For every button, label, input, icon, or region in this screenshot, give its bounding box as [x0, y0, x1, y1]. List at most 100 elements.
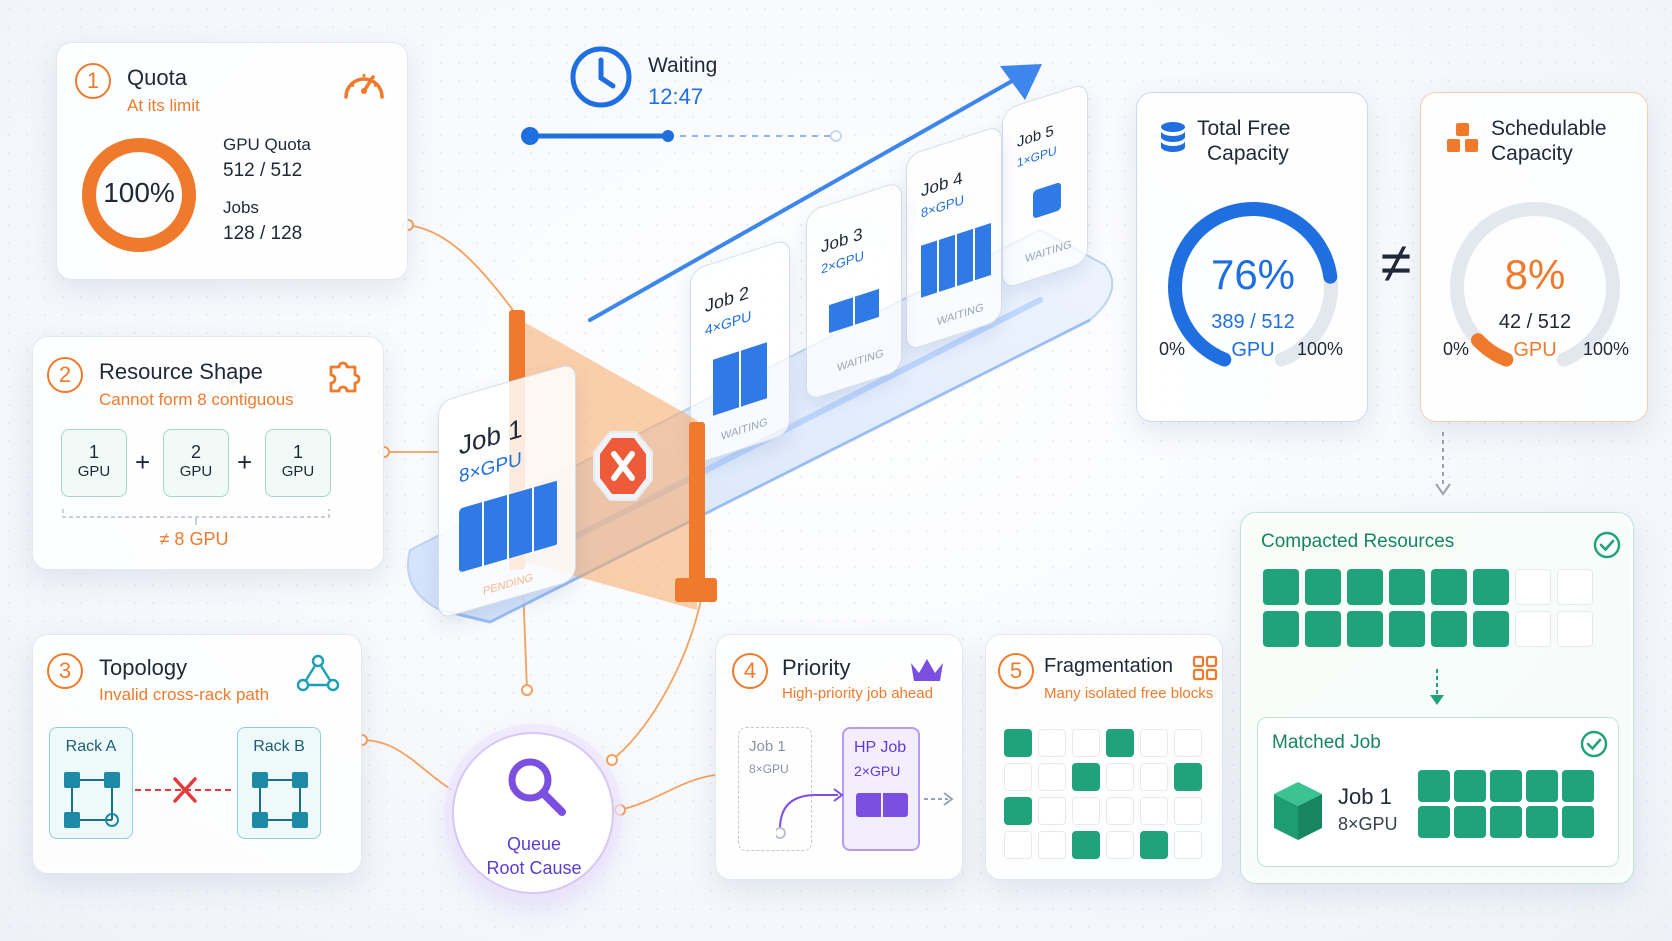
gauge-min: 0%	[1159, 339, 1186, 359]
gpu-slot-free	[1515, 569, 1551, 605]
plus-sign: +	[237, 447, 253, 477]
gpu-slot-free	[1038, 729, 1066, 757]
ghost-job-name: Job 1	[749, 738, 786, 755]
priority-card: 4 Priority High-priority job ahead Job 1…	[715, 634, 963, 880]
matched-title: Matched Job	[1272, 732, 1381, 753]
gpu-slot-used	[1004, 729, 1032, 757]
gpu-slot-used	[1473, 611, 1509, 647]
rack-b: Rack B	[237, 727, 321, 839]
broken-link	[135, 777, 235, 803]
matched-job-gpu: 8×GPU	[1338, 814, 1398, 834]
gpu-slot-used	[1473, 569, 1509, 605]
fragmentation-card: 5 Fragmentation Many isolated free block…	[985, 634, 1223, 880]
gpu-slot-free	[1174, 831, 1202, 859]
job-card-1[interactable]: Job 1 8×GPU PENDING	[438, 362, 576, 620]
gpu-slot-used	[1454, 770, 1486, 802]
gpu-slot-free	[1038, 797, 1066, 825]
gpu-slot-free	[1106, 763, 1134, 791]
gpu-slot-free	[1106, 797, 1134, 825]
fragmentation-title: Fragmentation	[1044, 655, 1173, 677]
job-card-4[interactable]: Job 4 8×GPU WAITING	[906, 124, 1002, 352]
step-number: 1	[75, 63, 111, 99]
gpu-slot-used	[1305, 569, 1341, 605]
gpu-slot-used	[1072, 763, 1100, 791]
gpu-slot-used	[1431, 569, 1467, 605]
queue-root-cause[interactable]: Queue Root Cause	[452, 732, 614, 894]
queue-label-1: Queue	[506, 834, 562, 854]
job-card-5[interactable]: Job 5 1×GPU WAITING	[1002, 82, 1088, 290]
job-status: WAITING	[837, 347, 884, 375]
gpu-slot-used	[1490, 806, 1522, 838]
gpu-slot-used	[1418, 770, 1450, 802]
schedulable-card: Schedulable Capacity 8% 42 / 512 GPU 0% …	[1420, 92, 1648, 422]
gpu-slot-used	[1305, 611, 1341, 647]
gpu-slot-free	[1515, 611, 1551, 647]
waiting-label: Waiting	[648, 54, 718, 77]
gpu-cube-grid	[921, 222, 991, 298]
schedulable-percent: 8%	[1504, 251, 1566, 298]
schedulable-unit: GPU	[1513, 339, 1557, 361]
gpu-slot-free	[1174, 797, 1202, 825]
jobs-label: Jobs	[223, 198, 259, 217]
queue-label-2: Root Cause	[486, 858, 582, 878]
gpu-quota-label: GPU Quota	[223, 135, 311, 154]
database-icon	[1161, 122, 1185, 152]
gpu-slot-used	[1140, 831, 1168, 859]
job-status: WAITING	[937, 301, 984, 329]
gpu-slot-used	[1389, 569, 1425, 605]
quota-ring	[82, 138, 196, 252]
compacted-section: Compacted Resources Matched Job Job 1 8×…	[1240, 512, 1634, 884]
gpu-slot-free	[1140, 763, 1168, 791]
rack-b-nodes	[252, 772, 308, 828]
schedulable-value: 42 / 512	[1498, 311, 1572, 333]
priority-subtitle: High-priority job ahead	[782, 685, 933, 702]
matched-grid	[1418, 770, 1602, 850]
down-arrow	[1430, 669, 1444, 705]
rack-a-nodes	[64, 772, 120, 828]
gpu-slot-used	[1526, 806, 1558, 838]
jobs-value: 128 / 128	[223, 223, 303, 244]
magnifier-icon	[508, 758, 566, 816]
quota-subtitle: At its limit	[127, 96, 200, 115]
ghost-job-gpu: 8×GPU	[749, 762, 789, 776]
fragment-grid	[1004, 729, 1208, 865]
gpu-slot-free	[1140, 729, 1168, 757]
total-free-title-1: Total Free	[1197, 117, 1291, 140]
gauge-max: 100%	[1297, 339, 1344, 359]
crown-icon	[911, 659, 943, 681]
gpu-slot-used	[1389, 611, 1425, 647]
gpu-slot-used	[1072, 831, 1100, 859]
waiting-timer: Waiting 12:47	[521, 44, 868, 154]
job-card-3[interactable]: Job 3 2×GPU WAITING	[806, 180, 902, 402]
gpu-slot-used	[1431, 611, 1467, 647]
gpu-slot-used	[1263, 611, 1299, 647]
hp-job-name: HP Job	[854, 739, 907, 756]
matched-job-panel: Matched Job Job 1 8×GPU	[1257, 717, 1619, 867]
check-icon	[1580, 730, 1608, 758]
quota-percent: 100%	[103, 177, 175, 208]
step-number: 2	[47, 357, 83, 393]
gpu-cube-pair	[856, 793, 908, 817]
resource-shape-card: 2 Resource Shape Cannot form 8 contiguou…	[32, 336, 384, 570]
gpu-slot-used	[1526, 770, 1558, 802]
gpu-slot-used	[1004, 797, 1032, 825]
check-icon	[1593, 531, 1621, 559]
gpu-slot-used	[1418, 806, 1450, 838]
gpu-quota-value: 512 / 512	[223, 160, 303, 181]
preempt-arrow	[776, 788, 954, 839]
speedometer-icon	[344, 74, 384, 99]
schedulable-gauge	[1450, 202, 1620, 367]
compacted-grid	[1263, 569, 1613, 657]
gauge-max: 100%	[1583, 339, 1630, 359]
gpu-slot-used	[1490, 770, 1522, 802]
schedulable-title-2: Capacity	[1491, 142, 1573, 165]
total-free-value: 389 / 512	[1211, 311, 1295, 333]
rack-b-label: Rack B	[253, 738, 305, 755]
topology-title: Topology	[99, 655, 188, 680]
gpu-slot-used	[1347, 611, 1383, 647]
hp-job: HP Job 2×GPU	[842, 727, 920, 851]
compacted-title: Compacted Resources	[1261, 531, 1455, 552]
